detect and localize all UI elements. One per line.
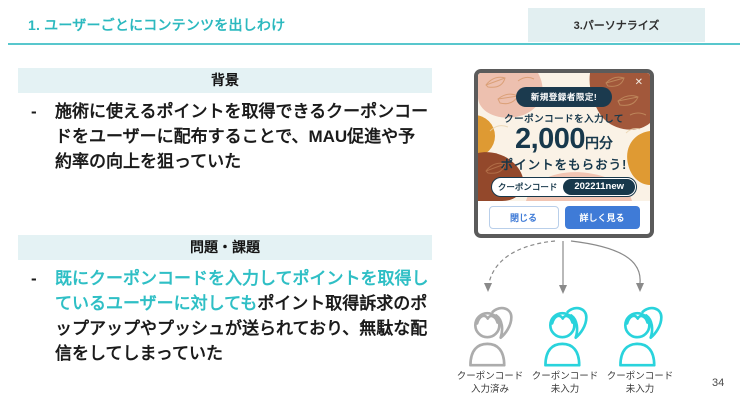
background-bullet: - 施術に使えるポイントを取得できるクーポンコードをユーザーに配布することで、M… [31, 99, 432, 174]
amount-unit: 円分 [585, 135, 614, 151]
details-button[interactable]: 詳しく見る [564, 206, 640, 229]
app-popup-screenshot: ✕ 新規登録者限定! クーポンコードを入力して 2,000 円分 ポイントをもら… [474, 69, 654, 238]
user-coupon-not-entered-1: クーポンコード未入力 [523, 303, 607, 397]
amount-value: 2,000 [514, 123, 586, 155]
problem-bullet: - 既にクーポンコードを入力してポイントを取得しているユーザーに対してもポイント… [31, 266, 432, 366]
section-heading-background: 背景 [18, 68, 432, 93]
user-coupon-not-entered-2: クーポンコード未入力 [598, 303, 682, 397]
promo-content: 新規登録者限定! クーポンコードを入力して 2,000 円分 ポイントをもらおう… [478, 73, 650, 201]
problem-text-highlight: 既にクーポンコードを入力してポイントを取得しているユーザーに対しても [55, 269, 429, 313]
promo-badge: 新規登録者限定! [515, 87, 613, 107]
bullet-marker: - [31, 102, 37, 121]
background-text: 施術に使えるポイントを取得できるクーポンコードをユーザーに配布することで、MAU… [55, 102, 429, 171]
user-label: クーポンコード入力済み [456, 372, 524, 395]
person-icon [619, 306, 663, 367]
close-button[interactable]: 閉じる [488, 206, 559, 229]
coupon-label: クーポンコード [497, 182, 558, 192]
page-number: 34 [712, 377, 725, 389]
promo-banner: ✕ 新規登録者限定! クーポンコードを入力して 2,000 円分 ポイントをもら… [478, 73, 650, 201]
arrow-dashed-left [488, 240, 556, 284]
promo-amount: 2,000 円分 [515, 123, 613, 156]
category-tag: 3.パーソナライズ [528, 8, 705, 42]
person-icon [469, 306, 513, 367]
arrow-curved-right [570, 240, 641, 284]
problem-text-rest: ポイント取得訴求のポップアップやプッシュが送られており、無駄な配信をしてしまって… [55, 294, 428, 363]
section-heading-problem: 問題・課題 [18, 235, 432, 260]
bullet-marker: - [31, 269, 37, 288]
title-underline [8, 43, 740, 45]
promo-subtitle: クーポンコードを入力して [504, 114, 624, 125]
problem-text: 既にクーポンコードを入力してポイントを取得しているユーザーに対してもポイント取得… [55, 266, 432, 366]
user-label: クーポンコード未入力 [606, 372, 674, 395]
person-icon [544, 306, 588, 367]
user-label: クーポンコード未入力 [531, 372, 599, 395]
promo-cta-line: ポイントをもらおう! [500, 158, 628, 172]
distribution-arrows [484, 240, 644, 294]
popup-button-bar: 閉じる 詳しく見る [478, 201, 650, 234]
coupon-code-value: 202211new [563, 179, 635, 195]
close-icon[interactable]: ✕ [634, 77, 643, 88]
page-title: 1. ユーザーごとにコンテンツを出しわけ [28, 17, 286, 33]
coupon-pill: クーポンコード 202211new [491, 177, 637, 197]
user-coupon-entered: クーポンコード入力済み [448, 303, 532, 397]
